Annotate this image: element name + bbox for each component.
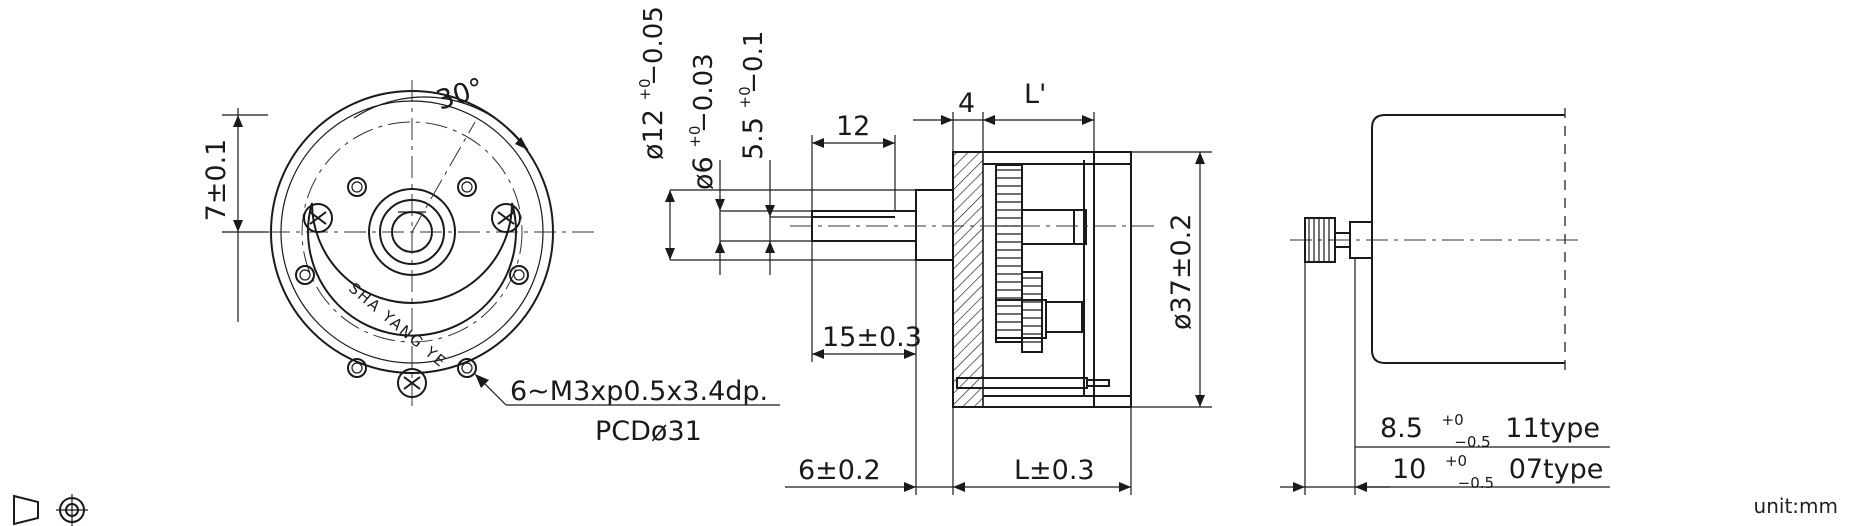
output-shaft	[811, 210, 917, 242]
screw-icon	[491, 203, 521, 233]
mount-hole	[457, 358, 477, 378]
len-4-label: 4	[958, 88, 975, 119]
shaft-end	[1073, 209, 1087, 245]
inner-shaft	[1021, 209, 1075, 245]
mount-hole	[457, 177, 477, 197]
brand-text: SHA YANG YE	[345, 279, 450, 371]
d12-label: ø12 +0 −0.05	[626, 6, 669, 160]
gear-small	[1021, 271, 1043, 353]
flange-section	[952, 151, 984, 408]
pcd-label: PCDø31	[595, 416, 702, 447]
len-l-label: L±0.3	[1014, 455, 1095, 486]
pcd-circle	[301, 121, 523, 343]
screw-icon	[397, 368, 427, 398]
pinion-gear	[1304, 217, 1336, 263]
hole-spec-label: 6~M3xp0.5x3.4dp.	[510, 376, 768, 407]
screw-icon	[303, 203, 333, 233]
len-6-label: 6±0.2	[798, 455, 881, 486]
len-12-label: 12	[836, 111, 870, 142]
gear-large	[995, 164, 1023, 343]
motor-view: 8.5 +0 −0.5 11type 10 +0 −0.5 07type	[1280, 108, 1610, 495]
gear-shaft-stub	[1045, 301, 1083, 333]
d6-label: ø6 +0 −0.03	[676, 53, 719, 190]
height-7-label: 7±0.1	[201, 139, 232, 222]
screw-tip	[1086, 379, 1110, 387]
dia-37-label: ø37±0.2	[1166, 214, 1197, 330]
motor-can	[1371, 114, 1565, 364]
mount-hole	[509, 265, 529, 285]
mount-hole	[347, 358, 367, 378]
pinion-row1-label: 8.5 +0 −0.5 11type	[1380, 401, 1600, 454]
angle-arc-30	[353, 96, 529, 151]
pinion-row2-label: 10 +0 −0.5 07type	[1392, 442, 1603, 495]
unit-label: unit:mm	[1753, 494, 1838, 518]
mount-hole	[295, 265, 315, 285]
projection-symbol-icon	[13, 494, 88, 526]
d55-label: 5.5 +0 −0.1	[726, 31, 769, 160]
center-line-30deg	[411, 121, 476, 233]
len-lprime-label: L'	[1024, 79, 1046, 110]
boss	[915, 189, 954, 261]
len-15-label: 15±0.3	[822, 322, 922, 353]
mount-hole	[347, 177, 367, 197]
side-view: ø12 +0 −0.05 ø6 +0 −0.03 5.5 +0 −0.1 12 …	[626, 6, 1212, 495]
